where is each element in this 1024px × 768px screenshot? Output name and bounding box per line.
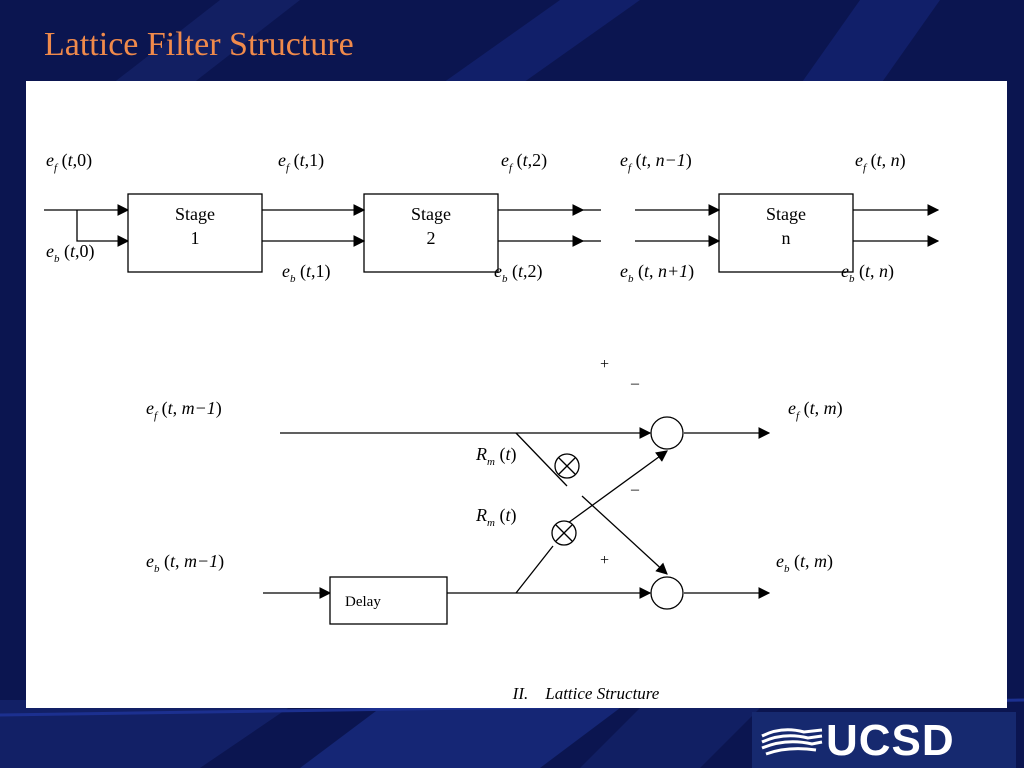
- lattice-detail-wiring: [263, 427, 771, 599]
- ef-label-0: ef (t,0): [46, 150, 92, 174]
- stage-2-line1: Stage: [411, 204, 451, 224]
- ef-input-label: ef (t, m−1): [146, 398, 222, 422]
- stage-box-1: Stage 1: [127, 193, 263, 273]
- lattice-diagram: Stage 1 Stage 2 Stage n ef (: [44, 150, 940, 625]
- delay-block: Delay: [329, 576, 448, 625]
- rm-label-lower: Rm (t): [475, 505, 516, 529]
- sign-minus-bottom: –: [630, 481, 640, 498]
- adder-signs: + – – +: [599, 356, 640, 569]
- ef-label-n: ef (t, n): [855, 150, 906, 174]
- cascade-connections: [262, 204, 940, 247]
- ef-label-1: ef (t,1): [278, 150, 324, 174]
- stage-n-line1: Stage: [766, 204, 806, 224]
- rm-label-upper: Rm (t): [475, 444, 516, 468]
- eb-label-n-plus-1: eb (t, n+1): [620, 261, 694, 285]
- coefficient-labels: Rm (t) Rm (t): [475, 444, 516, 529]
- eb-input-label: eb (t, m−1): [146, 551, 224, 575]
- stage-1-line1: Stage: [175, 204, 215, 224]
- ef-output-label: ef (t, m): [788, 398, 843, 422]
- eb-output-label: eb (t, m): [776, 551, 833, 575]
- adder-backward: [650, 576, 684, 610]
- ef-label-n-minus-1: ef (t, n−1): [620, 150, 692, 174]
- figure-caption: II. Lattice Structure: [26, 684, 1024, 704]
- eb-label-1: eb (t,1): [282, 261, 331, 285]
- slide-title: Lattice Filter Structure: [44, 26, 354, 63]
- ef-label-2: ef (t,2): [501, 150, 547, 174]
- caption-number: II.: [512, 684, 529, 703]
- ucsd-logo: UCSD: [752, 712, 1016, 768]
- detail-signal-labels: ef (t, m−1) eb (t, m−1) ef (t, m) eb (t,…: [146, 398, 843, 575]
- sign-plus-top: +: [599, 356, 610, 373]
- diagram-panel: Stage 1 Stage 2 Stage n ef (: [26, 81, 1007, 708]
- stage-box-n: Stage n: [718, 193, 854, 273]
- adder-forward: [650, 416, 684, 450]
- sign-minus-top: –: [630, 375, 640, 392]
- caption-text: Lattice Structure: [545, 684, 660, 703]
- eb-label-0: eb (t,0): [46, 241, 95, 265]
- delay-label: Delay: [345, 594, 381, 610]
- sign-plus-bottom: +: [599, 552, 610, 569]
- logo-text: UCSD: [826, 716, 955, 765]
- stage-box-2: Stage 2: [363, 193, 499, 273]
- eb-label-2: eb (t,2): [494, 261, 543, 285]
- multiplier-upper-icon: [554, 453, 580, 479]
- stage-2-line2: 2: [427, 228, 436, 248]
- forward-error-labels: ef (t,0) ef (t,1) ef (t,2) ef (t, n−1) e…: [46, 150, 906, 174]
- eb-label-n: eb (t, n): [841, 261, 894, 285]
- stage-1-line2: 1: [191, 228, 200, 248]
- multiplier-lower-icon: [551, 520, 577, 546]
- cascade-input-lines: [44, 204, 130, 247]
- stage-n-line2: n: [782, 228, 791, 248]
- ucsd-wave-logo-icon: [752, 712, 1016, 768]
- backward-error-labels: eb (t,0) eb (t,1) eb (t,2) eb (t, n+1) e…: [46, 241, 894, 285]
